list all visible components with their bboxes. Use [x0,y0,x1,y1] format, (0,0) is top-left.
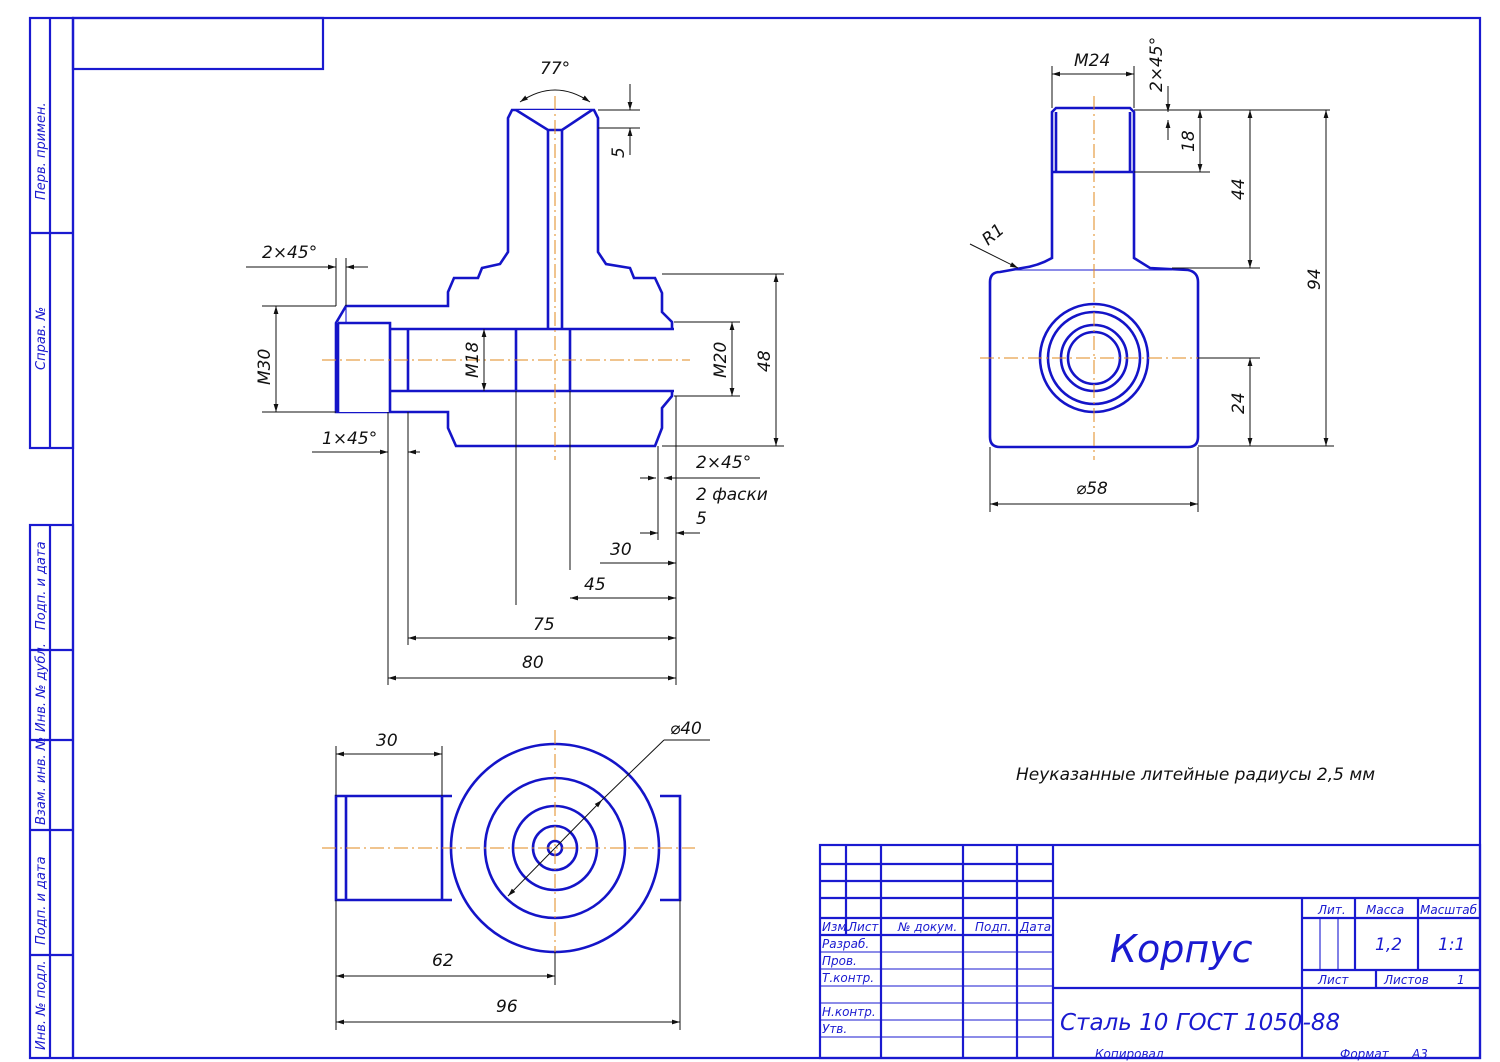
col-data-label: Дата [1019,920,1051,934]
listov-value: 1 [1457,973,1465,987]
dim-62: 62 [432,951,454,971]
dim-94: 94 [1305,268,1325,290]
perv-primen-label: Перв. примен. [34,102,49,200]
top-dimensions: 30 ⌀40 62 96 [335,719,710,1030]
dim-chamfer-2x45-left: 2×45° [262,243,317,263]
dim-chamfer-2x45-right: 2×45° [696,453,751,473]
massa-value: 1,2 [1375,935,1402,955]
dim-m20: M20 [711,342,731,378]
front-section-view [322,96,690,460]
dim-chamfer-1x45: 1×45° [322,429,377,449]
dim-75: 75 [533,615,555,635]
dim-r1: R1 [978,220,1008,250]
dim-30-front: 30 [610,540,632,560]
col-izm-label: Изм. [822,920,850,934]
kopiroval-label: Копировал [1095,1047,1164,1061]
row-utv-label: Утв. [822,1022,847,1036]
inv-no-podl-label: Инв. № подл. [34,960,49,1050]
dim-5-bottom: 5 [696,509,707,529]
side-dimensions: M24 2×45° 18 44 94 24 R1 ⌀58 [969,37,1334,512]
top-view [322,730,695,966]
col-docum-label: № докум. [897,920,957,934]
dim-96: 96 [496,997,518,1017]
sheet-frame [28,16,1482,1060]
podp-i-data-label-2: Подп. и дата [34,856,49,945]
masshtab-value: 1:1 [1438,935,1465,955]
dim-24: 24 [1229,392,1249,414]
sprav-no-label: Справ. № [34,307,49,370]
dim-80: 80 [522,653,544,673]
dim-45: 45 [584,575,606,595]
dim-m18: M18 [463,342,483,378]
title-block: Изм. Лист № докум. Подп. Дата Разраб. Пр… [818,843,1482,1060]
col-list-label: Лист [847,920,879,934]
massa-label: Масса [1366,903,1404,917]
front-dimensions: 77° 5 2×45° M30 M18 M20 48 1×45° 2×45° 2… [246,59,784,685]
dim-phi40: ⌀40 [670,719,702,739]
row-tkontr-label: Т.контр. [822,971,874,985]
dim-chamfer-2x45-side: 2×45° [1147,37,1167,92]
dim-5-top: 5 [609,147,629,158]
row-prov-label: Пров. [822,954,857,968]
vzam-inv-no-label: Взам. инв. № [34,737,49,825]
dim-angle-77: 77° [540,59,570,79]
row-nkontr-label: Н.контр. [822,1005,876,1019]
dim-48: 48 [755,350,775,372]
podp-i-data-label-1: Подп. и дата [34,541,49,630]
masshtab-label: Масштаб [1420,903,1478,917]
list-label: Лист [1317,973,1349,987]
part-material: Сталь 10 ГОСТ 1050-88 [1060,1010,1340,1036]
listov-label: Листов [1383,973,1429,987]
side-view [980,96,1210,460]
top-left-stamp-box [71,16,325,71]
dim-18: 18 [1179,130,1199,152]
dim-two-facets: 2 фаски [696,485,768,505]
dim-30-top: 30 [376,731,398,751]
side-stamp-labels: Перв. примен. Справ. № Подп. и дата Инв.… [34,102,49,1050]
dim-44: 44 [1229,178,1249,200]
row-razrab-label: Разраб. [822,937,869,951]
part-name: Корпус [1110,927,1253,971]
col-podp-label: Подп. [975,920,1011,934]
dim-phi58: ⌀58 [1076,479,1108,499]
lit-label: Лит. [1317,903,1346,917]
format-label: Формат [1340,1047,1390,1061]
dim-m24: M24 [1074,51,1110,71]
side-stamp-bottom [28,523,75,1060]
format-value: А3 [1411,1047,1428,1061]
technical-note: Неуказанные литейные радиусы 2,5 мм [1016,765,1375,785]
dim-m30: M30 [255,349,275,385]
inv-no-dubl-label: Инв. № дубл. [34,643,49,732]
